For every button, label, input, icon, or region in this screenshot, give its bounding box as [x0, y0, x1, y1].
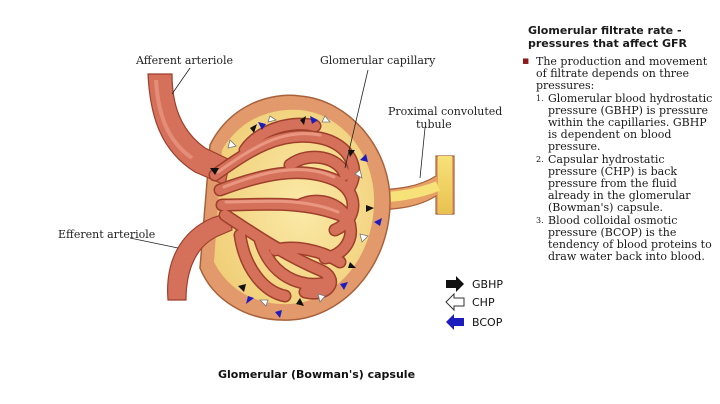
- gbhp-arrows: [210, 116, 374, 306]
- glomerular-capillary-label: Glomerular capillary: [320, 54, 436, 67]
- pressure-item-bcop: 3. Blood colloidal osmotic pressure (BCO…: [536, 213, 716, 264]
- efferent-arteriole-label: Efferent arteriole: [58, 228, 155, 241]
- legend-item-chp: CHP: [445, 292, 495, 312]
- pressure-arrows: [210, 115, 382, 318]
- legend-label-bcop: BCOP: [472, 316, 503, 329]
- blue-arrow-icon: [446, 314, 464, 330]
- legend-item-gbhp: GBHP: [446, 276, 503, 292]
- bcop-arrows: [246, 116, 382, 318]
- proximal-tubule-label-line1: Proximal convoluted: [388, 105, 502, 118]
- pressure-number: 1.: [536, 93, 544, 103]
- pressure-text: Blood colloidal osmotic pressure (BCOP) …: [548, 213, 712, 264]
- leader-lines: [129, 67, 426, 249]
- legend-label-chp: CHP: [472, 296, 495, 309]
- white-arrow-icon: [445, 292, 465, 312]
- black-arrow-icon: [446, 276, 464, 292]
- legend-item-bcop: BCOP: [446, 314, 503, 330]
- pressure-text: Capsular hydrostatic pressure (CHP) is b…: [548, 152, 691, 215]
- glomerular-capillary-tuft: [208, 117, 361, 303]
- pressure-list: 1. Glomerular blood hydrostatic pressure…: [518, 91, 716, 264]
- pressure-number: 2.: [536, 154, 544, 164]
- pressure-item-chp: 2. Capsular hydrostatic pressure (CHP) i…: [536, 152, 716, 215]
- pressure-item-gbhp: 1. Glomerular blood hydrostatic pressure…: [536, 91, 716, 154]
- capsule-caption: Glomerular (Bowman's) capsule: [218, 368, 415, 381]
- pressure-text: Glomerular blood hydrostatic pressure (G…: [548, 91, 713, 154]
- side-intro: The production and movement of filtrate …: [518, 55, 716, 93]
- afferent-arteriole-label: Afferent arteriole: [135, 54, 233, 67]
- chp-arrows: [227, 115, 369, 307]
- pressure-number: 3.: [536, 215, 544, 225]
- glomerulus-diagram: Afferent arteriole Efferent arteriole Gl…: [58, 54, 520, 381]
- gfr-text-panel: Glomerular filtrate rate - pressures tha…: [518, 24, 716, 263]
- side-title: Glomerular filtrate rate - pressures tha…: [528, 24, 687, 50]
- proximal-tubule-label-line2: tubule: [416, 118, 452, 131]
- legend-label-gbhp: GBHP: [472, 278, 503, 291]
- pressure-legend: GBHP CHP BCOP: [440, 270, 520, 336]
